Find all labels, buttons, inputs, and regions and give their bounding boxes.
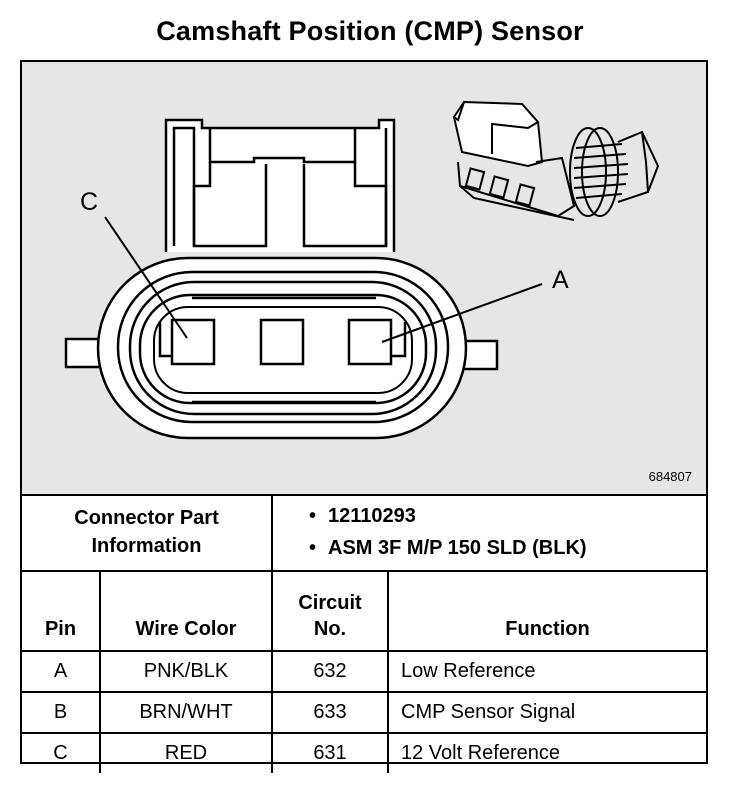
connector-table: Connector Part Information 12110293 ASM … xyxy=(22,494,707,773)
cell-pin: B xyxy=(22,691,101,734)
figure-id: 684807 xyxy=(648,469,692,484)
cell-wire-color: BRN/WHT xyxy=(99,691,273,734)
cell-circuit: 632 xyxy=(271,650,389,693)
connector-illustration: C A 684807 xyxy=(22,62,706,496)
connector-info-items: 12110293 ASM 3F M/P 150 SLD (BLK) xyxy=(270,494,707,572)
pin-label-a: A xyxy=(552,266,569,294)
header-pin: Pin xyxy=(22,570,101,652)
header-row: Pin Wire Color Circuit No. Function xyxy=(22,570,707,652)
table-row: B BRN/WHT 633 CMP Sensor Signal xyxy=(22,691,707,734)
header-circuit: Circuit No. xyxy=(271,570,389,652)
connector-part-number: 12110293 xyxy=(309,500,706,532)
cell-circuit: 633 xyxy=(271,691,389,734)
table-row: A PNK/BLK 632 Low Reference xyxy=(22,650,707,693)
diagram-frame: C A 684807 Connector Part Information 12… xyxy=(20,60,708,773)
connector-info-label: Connector Part Information xyxy=(22,494,273,572)
cell-function: 12 Volt Reference xyxy=(386,732,707,773)
cell-function: CMP Sensor Signal xyxy=(386,691,707,734)
header-wire-color: Wire Color xyxy=(99,570,273,652)
table-row: C RED 631 12 Volt Reference xyxy=(22,732,707,773)
cell-wire-color: RED xyxy=(99,732,273,773)
connector-info-row: Connector Part Information 12110293 ASM … xyxy=(22,494,707,572)
pin-label-c: C xyxy=(80,188,99,216)
connector-drawing xyxy=(64,100,660,440)
cell-function: Low Reference xyxy=(386,650,707,693)
cell-wire-color: PNK/BLK xyxy=(99,650,273,693)
cell-circuit: 631 xyxy=(271,732,389,773)
page-title: Camshaft Position (CMP) Sensor xyxy=(156,16,584,46)
cell-pin: C xyxy=(22,732,101,773)
cell-pin: A xyxy=(22,650,101,693)
connector-part-desc: ASM 3F M/P 150 SLD (BLK) xyxy=(309,532,706,564)
header-function: Function xyxy=(386,570,707,652)
